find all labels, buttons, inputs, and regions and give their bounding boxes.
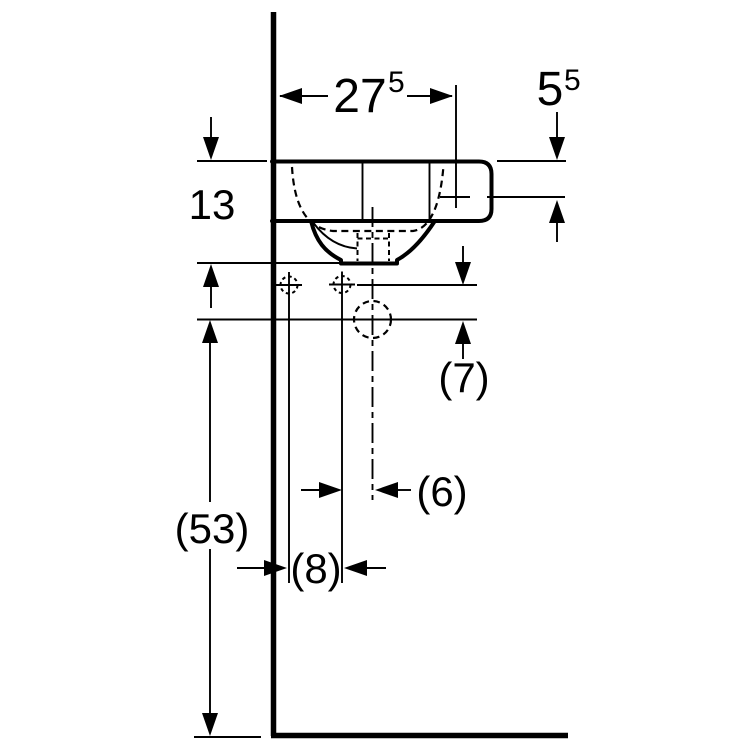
dim-5-5-superscript: 5 <box>564 64 581 97</box>
hidden-bowl-outline <box>290 165 445 233</box>
arrow-up-icon <box>455 321 471 344</box>
arrow-left-icon <box>344 560 367 576</box>
arrow-left-icon <box>279 88 302 104</box>
dimension-13: 13 <box>189 117 236 308</box>
arrow-down-icon <box>203 137 219 160</box>
arrow-left-icon <box>375 482 398 498</box>
arrow-down-icon <box>202 713 218 736</box>
arrow-right-icon <box>319 482 342 498</box>
dim-27-5-label: 27 <box>333 70 386 123</box>
dim-27-5-superscript: 5 <box>388 66 405 99</box>
arrow-right-icon <box>264 560 287 576</box>
basin-underside-inner-curve <box>312 222 358 250</box>
dim-6-label: (6) <box>416 468 467 515</box>
arrow-down-icon <box>455 262 471 285</box>
dimension-27-5: 27 5 <box>279 66 453 123</box>
dim-7-label: (7) <box>438 354 489 401</box>
fixing-hole-left <box>276 272 302 298</box>
basin-outline <box>270 159 494 223</box>
dimension-5-5: 5 5 <box>537 63 581 242</box>
arrow-up-icon <box>549 200 565 223</box>
arrow-up-icon <box>203 264 219 287</box>
dimension-6: (6) <box>301 468 468 515</box>
arrow-up-icon <box>202 320 218 343</box>
dim-13-label: 13 <box>189 181 236 228</box>
arrow-right-icon <box>430 88 453 104</box>
dim-53-label: (53) <box>175 505 250 552</box>
dim-5-5-label: 5 <box>537 63 564 116</box>
arrow-down-icon <box>549 137 565 160</box>
dimension-7: (7) <box>438 246 490 401</box>
basin-underside-trap-outline <box>309 219 437 266</box>
dimension-53: (53) <box>175 320 250 736</box>
fixing-hole-right <box>329 271 355 298</box>
dimension-8: (8) <box>237 545 386 592</box>
dim-8-label: (8) <box>290 545 341 592</box>
